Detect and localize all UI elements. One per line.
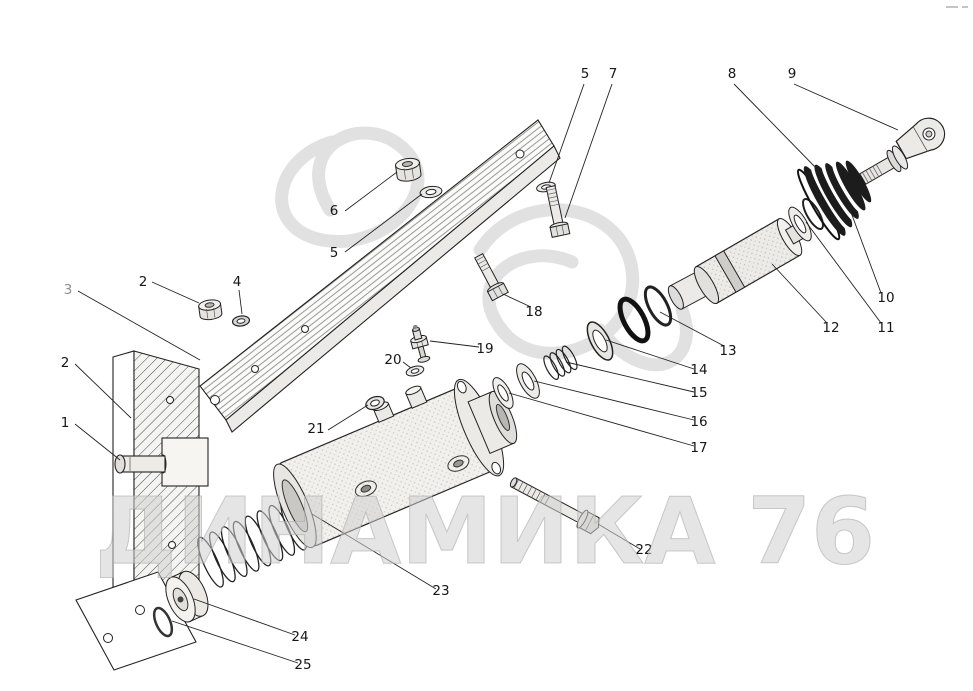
callout-label: 10 (877, 290, 894, 306)
seal-ring-b (643, 285, 673, 327)
fitting-part19 (410, 324, 431, 363)
pedal-lever (199, 119, 561, 433)
callout-label: 13 (719, 343, 736, 359)
callout-label: 17 (690, 440, 707, 456)
callout-label: 20 (384, 352, 401, 368)
bolt-part7 (545, 185, 571, 238)
bolt-part18 (474, 253, 509, 302)
piston-part12 (693, 217, 809, 305)
washer-part11 (788, 206, 812, 242)
clevis-fork (895, 117, 946, 160)
callout-label: 24 (291, 629, 308, 645)
callout-label: 5 (330, 245, 339, 261)
callout-label: 16 (690, 414, 707, 430)
callout-label: 11 (877, 320, 894, 336)
flat-washer-part16 (516, 363, 540, 399)
callout-label: 14 (690, 362, 707, 378)
washer-part5-a (419, 185, 443, 199)
flat-washer-part17 (492, 377, 514, 409)
washer-part4 (231, 315, 251, 327)
leader-lines (74, 83, 899, 664)
callout-label: 8 (728, 66, 737, 82)
callout-label: 23 (432, 583, 449, 599)
callout-label: 7 (609, 66, 618, 82)
callout-label: 9 (788, 66, 797, 82)
hex-nut-part6 (394, 157, 422, 182)
retaining-ring (152, 606, 174, 638)
bolt-part22 (509, 477, 600, 535)
piston-cup (165, 570, 209, 623)
callout-label: 18 (525, 304, 542, 320)
protective-boot (796, 145, 909, 241)
pivot-pin (114, 454, 166, 474)
callout-label: 1 (61, 415, 70, 431)
washer-part10 (802, 197, 824, 231)
callout-label: 6 (330, 203, 339, 219)
callout-label: 2 (61, 355, 70, 371)
callout-label: 2 (139, 274, 148, 290)
callout-label: 25 (294, 657, 311, 673)
callout-labels: 5 7 8 9 6 5 2 4 3 18 10 11 12 13 19 20 1… (61, 66, 895, 673)
rubber-ring-part13 (617, 296, 651, 344)
washer-part20 (405, 365, 425, 377)
callout-label: 19 (476, 341, 493, 357)
callout-label: 5 (581, 66, 590, 82)
callout-label: 21 (307, 421, 324, 437)
hex-nut-part2 (198, 299, 223, 321)
master-cylinder-body (273, 378, 518, 548)
callout-label: 12 (822, 320, 839, 336)
watermark-text: ДИНАМИКА 76 (95, 478, 875, 585)
callout-label: 22 (635, 542, 652, 558)
callout-label: 3 (64, 282, 73, 298)
callout-label: 15 (690, 385, 707, 401)
bracket-foot (75, 571, 197, 671)
seal-ring-part14 (586, 321, 614, 361)
small-spring-part15 (543, 345, 578, 380)
callout-label: 4 (233, 274, 242, 290)
